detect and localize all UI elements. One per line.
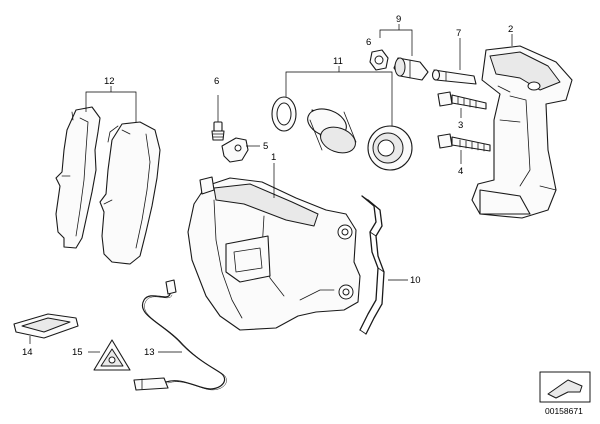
caliper-housing-1[interactable]: 1 <box>187 152 361 331</box>
warning-label-15[interactable]: 15 <box>72 339 131 371</box>
diagram-code: 00158671 <box>545 406 583 416</box>
callout-1: 1 <box>271 152 276 163</box>
callout-15: 15 <box>72 347 83 358</box>
piston-seal-ring <box>271 96 297 132</box>
callout-6-bushing: 6 <box>366 37 371 48</box>
guide-pin-7[interactable]: 7 <box>431 28 477 85</box>
anti-rattle-spring-10[interactable]: 10 <box>359 195 421 335</box>
callout-2: 2 <box>508 24 513 35</box>
bolt-4[interactable]: 4 <box>437 133 491 177</box>
grease-packet-14[interactable]: 14 <box>13 313 79 358</box>
callout-9: 9 <box>396 14 401 25</box>
piston-boot <box>367 125 413 171</box>
callout-5: 5 <box>263 141 268 152</box>
callout-4: 4 <box>458 166 463 177</box>
bleeder-screw-6[interactable]: 6 <box>211 76 225 141</box>
caliper-carrier-2[interactable]: 2 <box>471 24 573 219</box>
callout-6-bleeder: 6 <box>214 76 219 87</box>
brake-pad-left <box>55 106 101 249</box>
diagram-reference-frame: 00158671 <box>539 371 591 416</box>
piston <box>307 108 357 154</box>
brake-pad-right <box>99 121 161 265</box>
callout-14: 14 <box>22 347 33 358</box>
callout-3: 3 <box>458 120 463 131</box>
callout-12: 12 <box>104 76 115 87</box>
dust-cap-5[interactable]: 5 <box>221 137 268 163</box>
brake-pad-set-12[interactable]: 12 <box>55 76 161 265</box>
callout-13: 13 <box>144 347 155 358</box>
guide-bushing-kit-9[interactable]: 9 6 <box>366 14 429 81</box>
callout-11: 11 <box>333 56 343 67</box>
guide-sleeve <box>393 57 429 81</box>
bushing-ring <box>369 49 389 71</box>
callout-7: 7 <box>456 28 461 39</box>
piston-kit-11[interactable]: 11 <box>271 56 413 171</box>
brake-wear-sensor-13[interactable]: 13 <box>133 279 227 391</box>
callout-10: 10 <box>410 275 421 286</box>
bolt-3[interactable]: 3 <box>437 91 487 131</box>
